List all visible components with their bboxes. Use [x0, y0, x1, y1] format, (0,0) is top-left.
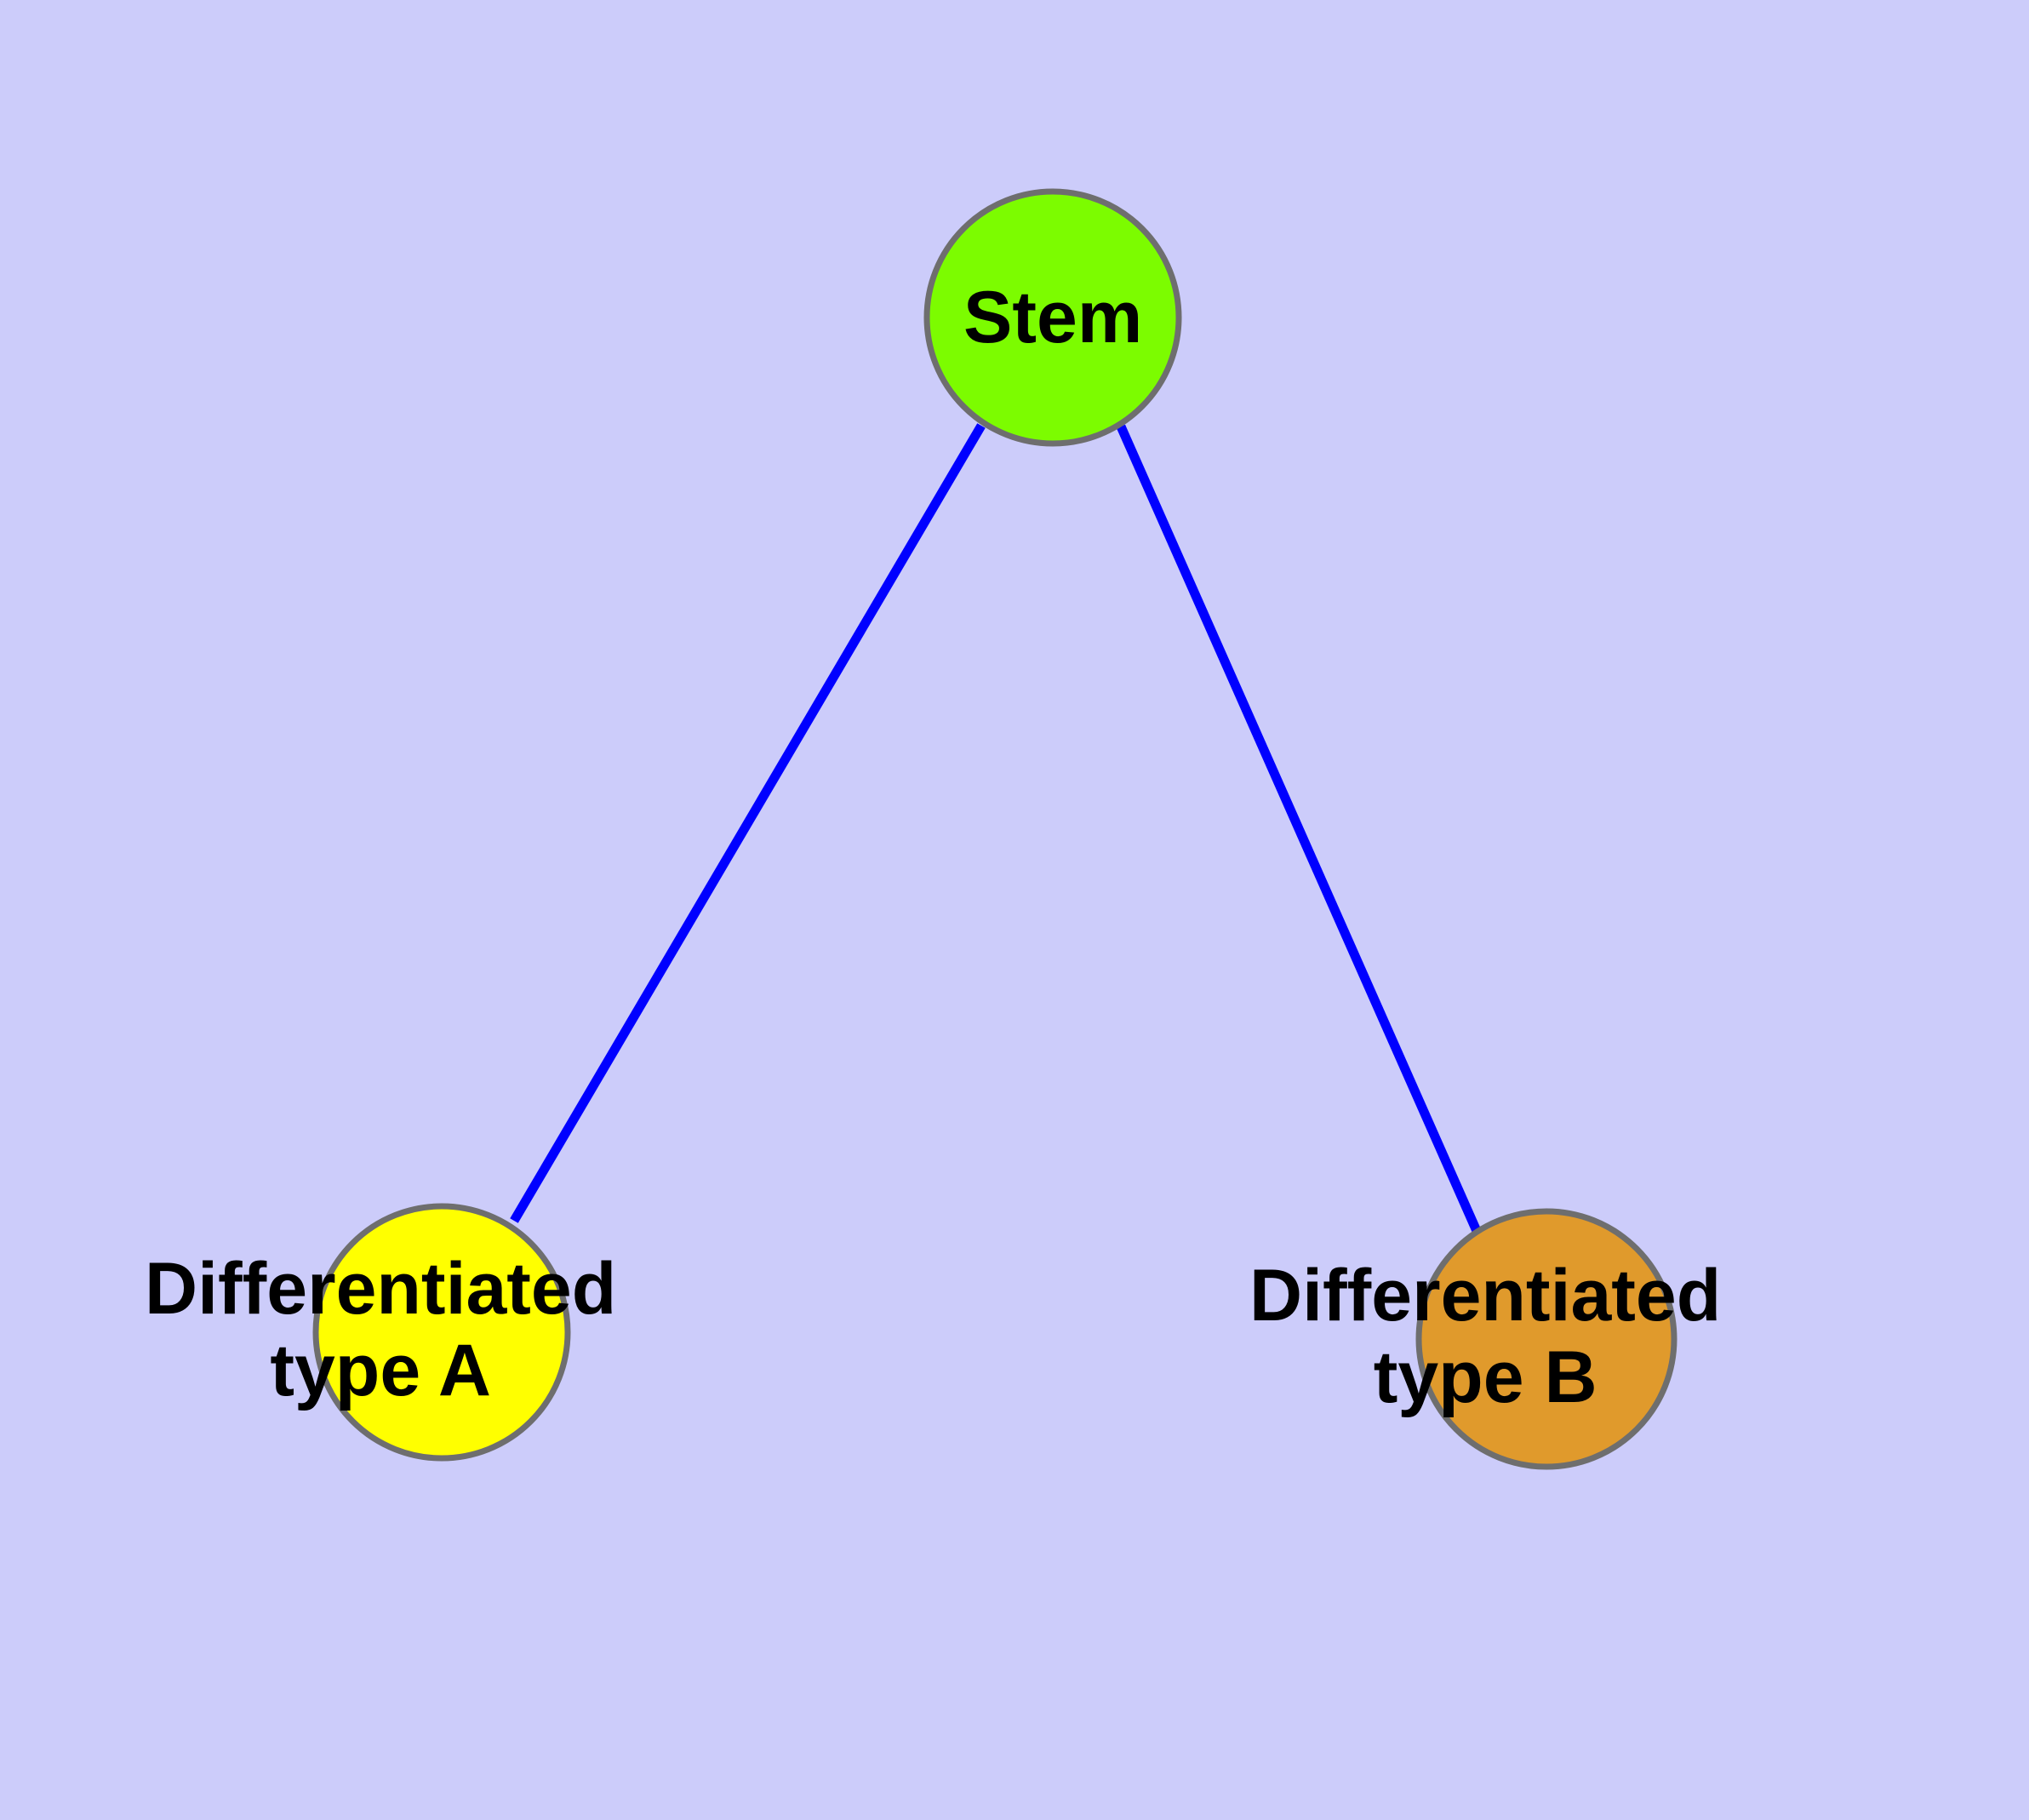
graph-node-diff-a[interactable] [312, 1203, 571, 1462]
edge-layer [510, 423, 1482, 1233]
graph-node-diff-b[interactable] [1415, 1208, 1677, 1470]
node-layer [312, 188, 1677, 1470]
graph-edge-stem-to-diff-a[interactable] [510, 423, 986, 1223]
graph-node-stem[interactable] [923, 188, 1182, 447]
graph-edge-stem-to-diff-b[interactable] [1116, 424, 1482, 1233]
